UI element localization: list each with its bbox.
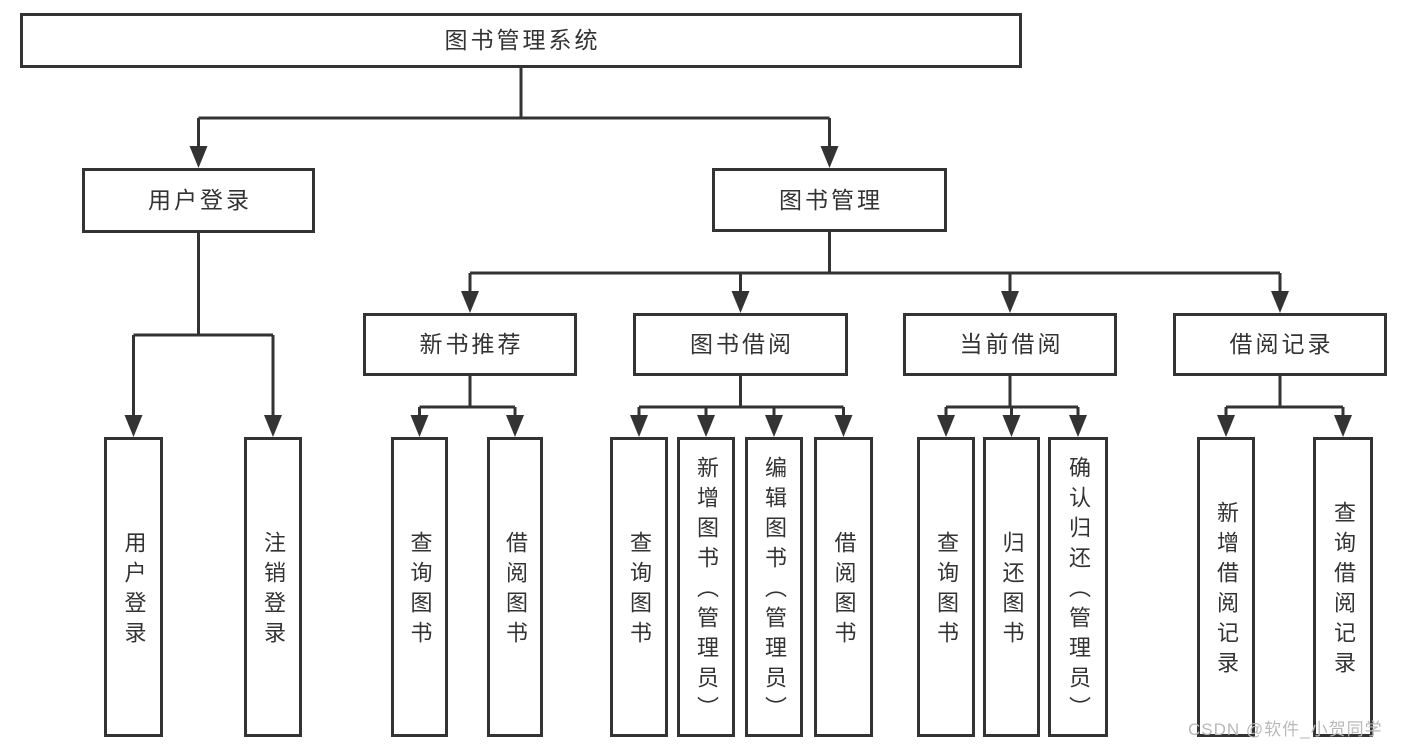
node-label: 归还图书	[999, 531, 1025, 651]
connector-records-to-leaves	[1224, 376, 1345, 416]
node-label: 新增图书（管理员）	[694, 456, 719, 726]
node-label: 借阅记录	[1229, 331, 1334, 357]
leaf-query-books-current: 查询图书	[917, 437, 975, 737]
leaf-add-book-admin: 新增图书（管理员）	[677, 437, 735, 737]
node-label: 用户登录	[121, 531, 147, 651]
leaf-user-login: 用户登录	[104, 437, 163, 737]
node-label: 查询图书	[934, 531, 959, 651]
node-book-borrowing: 图书借阅	[633, 313, 848, 376]
connector-recommend-to-leaves	[418, 376, 517, 416]
node-label: 图书借阅	[690, 331, 794, 357]
connector-userlogin-to-leaves	[132, 233, 275, 416]
node-label: 当前借阅	[959, 331, 1064, 357]
arrowheads	[124, 146, 1352, 437]
node-label: 查询借阅记录	[1331, 501, 1356, 681]
leaf-query-books-recommend: 查询图书	[391, 437, 448, 737]
connector-bookmgmt-to-level2	[468, 232, 1282, 292]
node-label: 借阅图书	[503, 531, 528, 651]
node-label: 图书管理系统	[444, 27, 601, 53]
node-label: 查询图书	[627, 531, 652, 651]
node-user-login: 用户登录	[82, 168, 315, 233]
node-current-borrowing: 当前借阅	[903, 313, 1117, 376]
node-book-management: 图书管理	[712, 168, 947, 232]
leaf-query-borrow-record: 查询借阅记录	[1313, 437, 1373, 737]
leaf-confirm-return-admin: 确认归还（管理员）	[1048, 437, 1108, 737]
node-library-system: 图书管理系统	[20, 13, 1022, 68]
leaf-borrow-books-recommend: 借阅图书	[487, 437, 543, 737]
leaf-return-books: 归还图书	[983, 437, 1040, 737]
leaf-edit-book-admin: 编辑图书（管理员）	[745, 437, 803, 737]
node-label: 新增借阅记录	[1214, 501, 1239, 681]
node-borrowing-records: 借阅记录	[1173, 313, 1387, 376]
node-label: 新书推荐	[419, 331, 524, 357]
node-label: 用户登录	[148, 187, 252, 213]
leaf-query-books-borrowing: 查询图书	[610, 437, 668, 737]
node-new-book-recommend: 新书推荐	[363, 313, 577, 376]
node-label: 编辑图书（管理员）	[762, 456, 787, 726]
node-label: 图书管理	[779, 186, 883, 213]
watermark: CSDN @软件_小贺同学	[1188, 720, 1383, 739]
leaf-logout: 注销登录	[244, 437, 302, 737]
connector-current-to-leaves	[944, 376, 1080, 416]
node-label: 注销登录	[261, 531, 286, 651]
leaf-add-borrow-record: 新增借阅记录	[1197, 437, 1255, 737]
node-label: 查询图书	[407, 531, 433, 651]
node-label: 借阅图书	[831, 531, 857, 651]
connector-root-to-level1	[197, 68, 831, 148]
connector-borrowing-to-leaves	[637, 376, 845, 416]
leaf-borrow-books-borrowing: 借阅图书	[814, 437, 873, 737]
node-label: 确认归还（管理员）	[1066, 456, 1091, 726]
